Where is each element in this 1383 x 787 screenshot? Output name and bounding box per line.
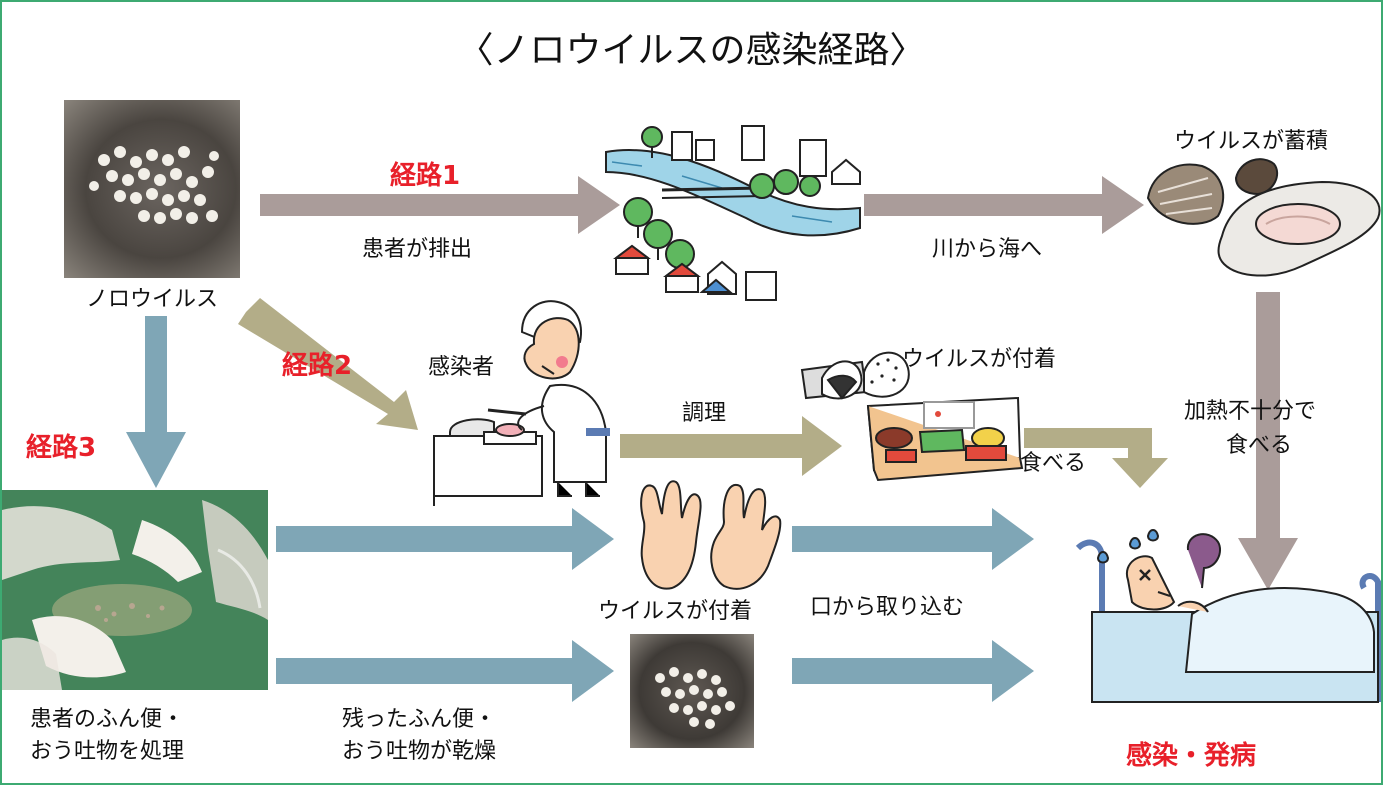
virus-particles	[89, 146, 219, 224]
food-illustration	[800, 351, 1024, 482]
cooking-label: 調理	[682, 401, 727, 426]
route2-label: 経路2	[282, 351, 353, 381]
patient-excretes-label: 患者が排出	[362, 237, 473, 262]
infected-person-label: 感染者	[428, 355, 495, 380]
virus-attaches-hands-label: ウイルスが付着	[598, 599, 753, 624]
arrow-route2-eat	[1024, 428, 1168, 488]
route1-label: 経路1	[390, 161, 461, 191]
dried-waste-label-1: 残ったふん便・	[342, 707, 497, 732]
norovirus-micrograph	[64, 100, 240, 278]
eat-undercooked-label-2: 食べる	[1226, 433, 1293, 458]
cook-illustration	[433, 300, 610, 506]
handle-waste-label-1: 患者のふん便・	[30, 707, 185, 732]
arrow-route1-down	[1238, 292, 1298, 590]
arrow-route3-mouth-b	[792, 640, 1034, 702]
virus-accumulates-label: ウイルスが蓄積	[1174, 129, 1329, 154]
eat-label: 食べる	[1020, 451, 1087, 476]
sick-person-illustration	[1075, 529, 1381, 703]
dried-waste-label-2: おう吐物が乾燥	[342, 739, 497, 764]
arrow-route3-down	[126, 316, 186, 488]
norovirus-label: ノロウイルス	[86, 287, 219, 312]
arrow-route3-hands	[276, 508, 614, 570]
virus-attaches-food-label: ウイルスが付着	[902, 347, 1057, 372]
diagram-title: 〈ノロウイルスの感染経路〉	[457, 30, 926, 71]
arrow-route1-b	[864, 176, 1144, 234]
dried-virus-particles	[655, 667, 735, 729]
outcome-label: 感染・発病	[1126, 741, 1257, 771]
route3-label: 経路3	[26, 433, 97, 463]
arrow-route3-mouth-a	[792, 508, 1034, 570]
shellfish-illustration	[1146, 158, 1381, 277]
arrow-route3-dried	[276, 640, 614, 702]
arrow-route1-a	[260, 176, 620, 234]
cleanup-photo	[2, 490, 268, 690]
river-to-sea-label: 川から海へ	[932, 237, 1043, 262]
river-town-illustration	[605, 125, 861, 301]
cleanup-scene	[2, 490, 268, 690]
hands-illustration	[640, 480, 782, 590]
arrow-route2-diagonal	[238, 298, 418, 430]
dried-virus-micrograph	[630, 634, 754, 748]
handle-waste-label-2: おう吐物を処理	[30, 739, 185, 764]
arrow-route2-cook	[620, 416, 842, 476]
eat-undercooked-label-1: 加熱不十分で	[1184, 399, 1317, 424]
ingest-by-mouth-label: 口から取り込む	[810, 595, 965, 620]
